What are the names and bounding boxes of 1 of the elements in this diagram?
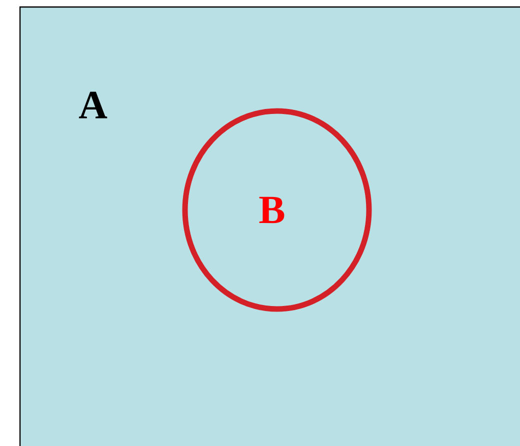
circle-region: B <box>182 108 372 312</box>
